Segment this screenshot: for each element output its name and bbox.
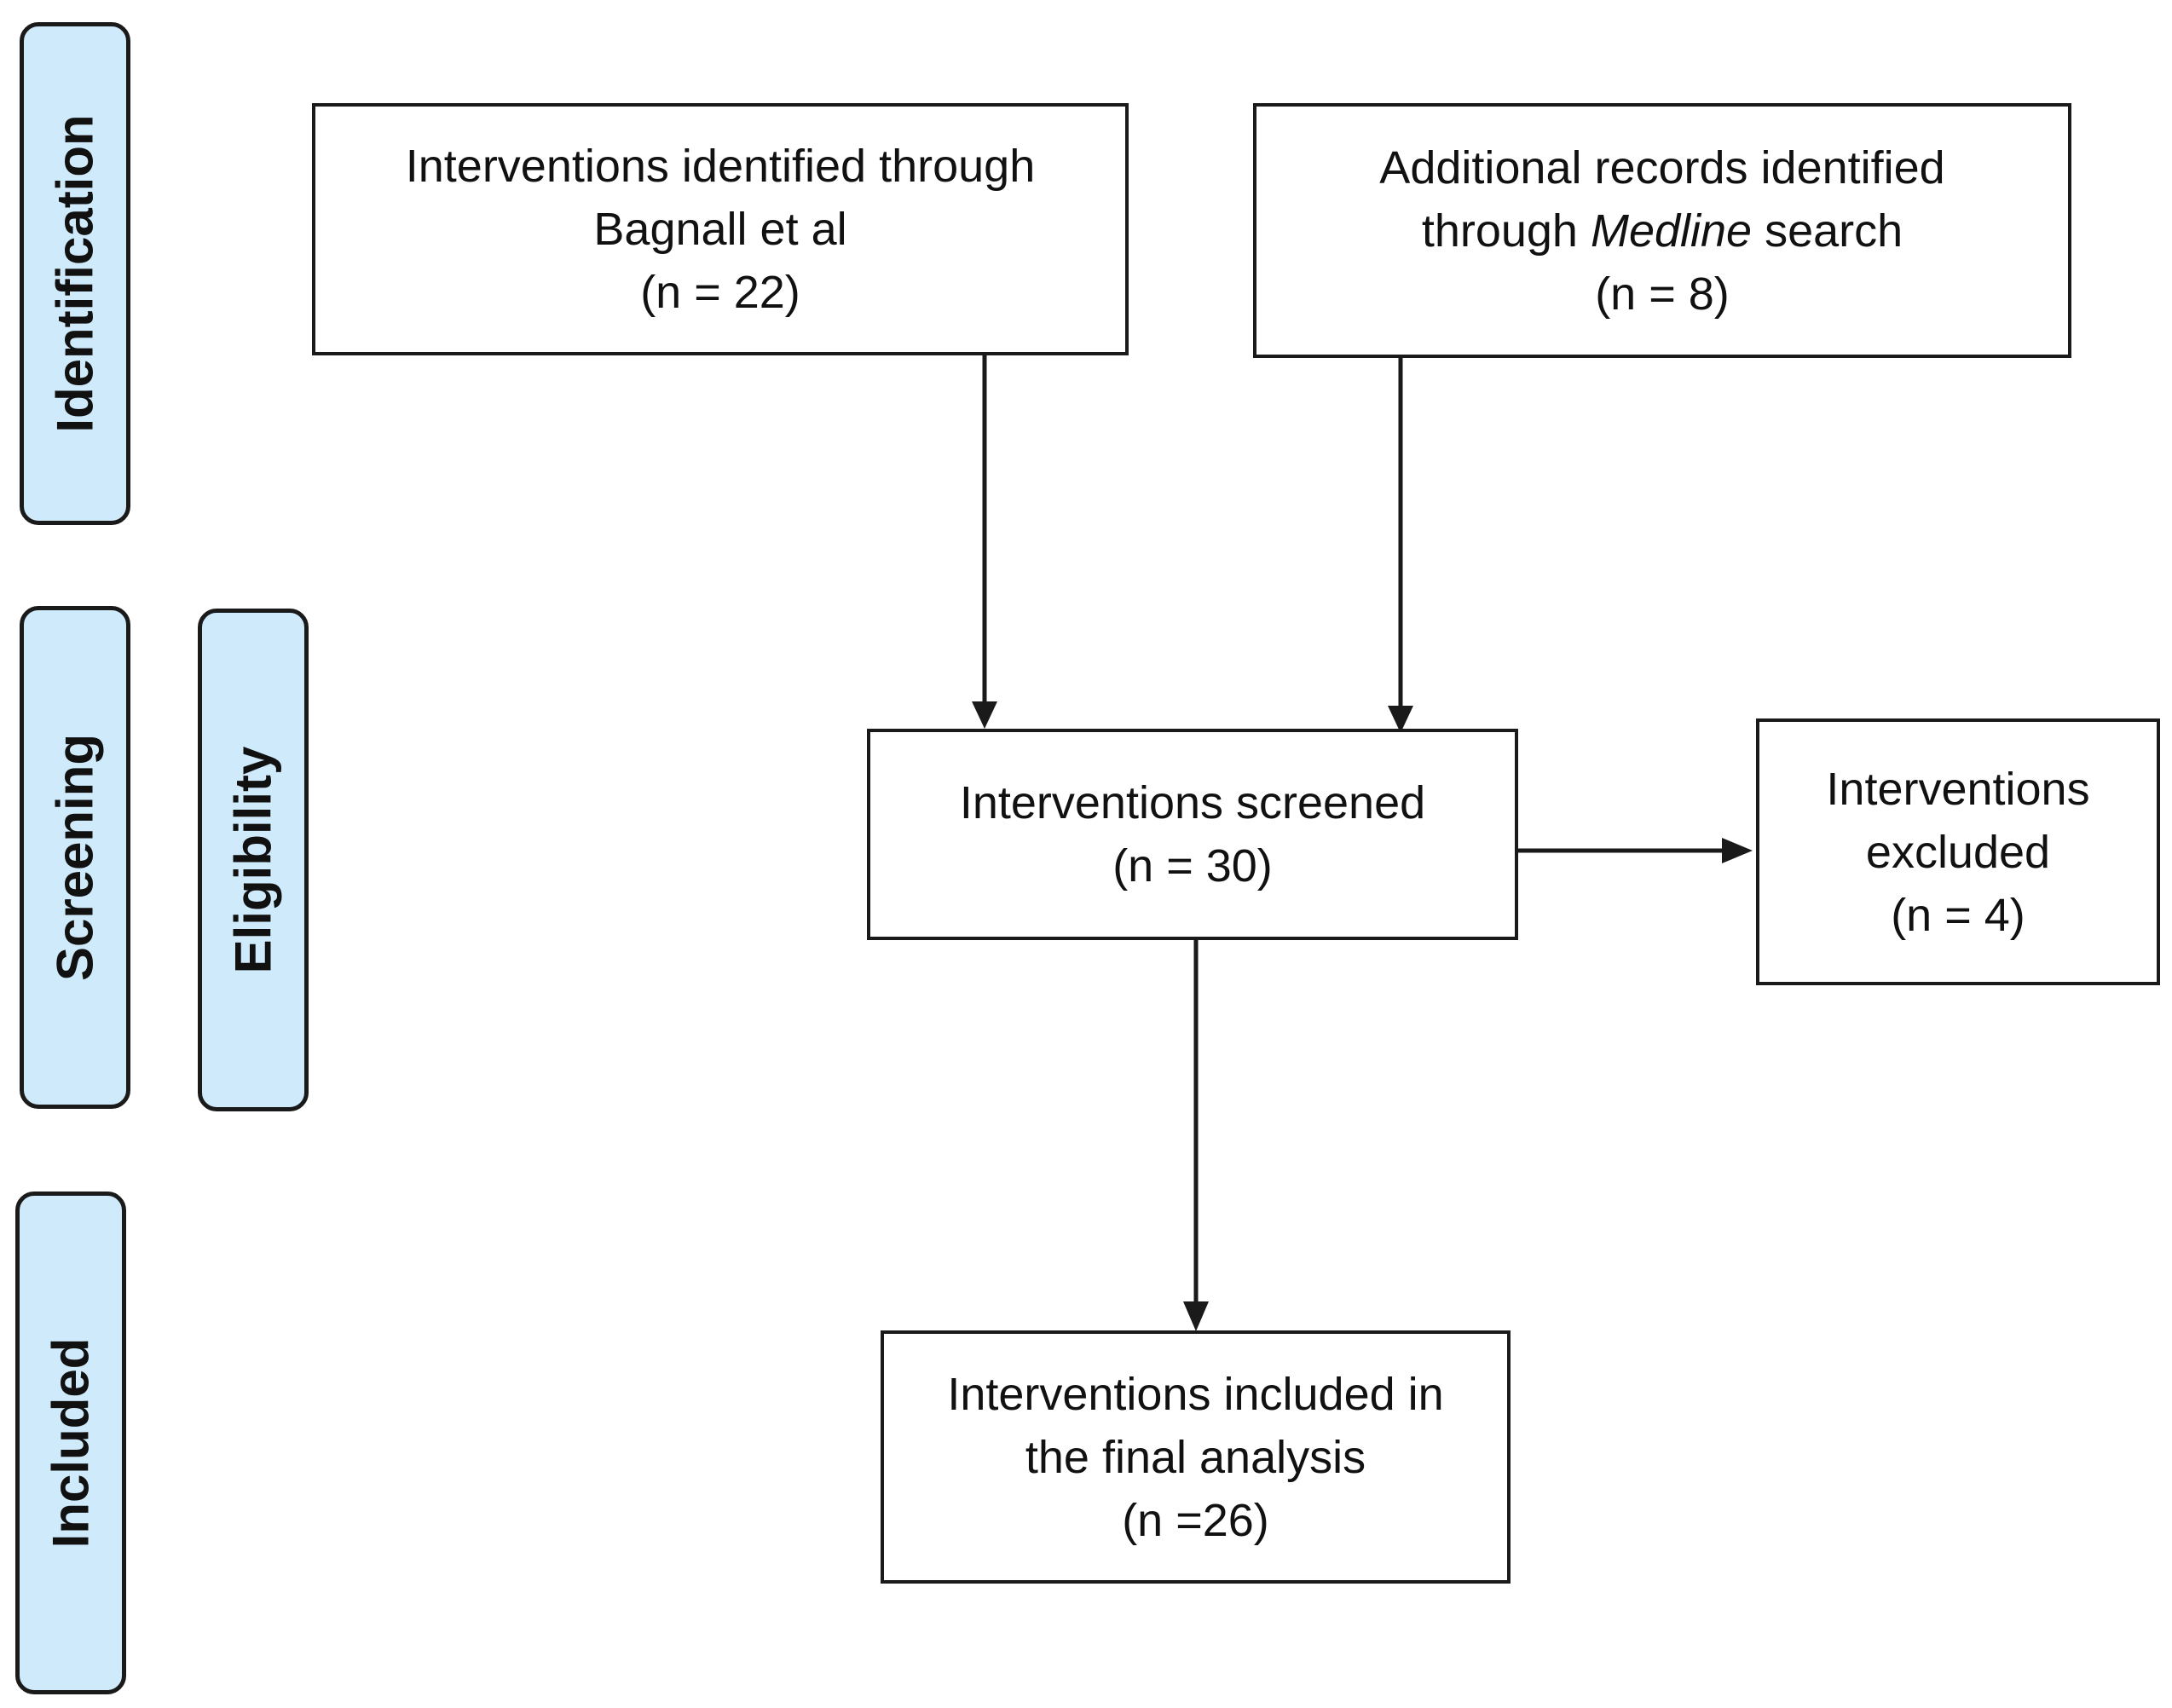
box-medline-line2-suffix: search	[1752, 205, 1903, 257]
arrowhead-bagnall	[972, 701, 997, 729]
stage-identification: Identification	[20, 22, 130, 525]
box-excluded-line2: excluded	[1865, 826, 2051, 878]
box-screened: Interventions screened (n = 30)	[867, 729, 1518, 940]
arrowhead-included	[1183, 1301, 1209, 1331]
stage-screening: Screening	[20, 606, 130, 1109]
box-medline-line2-italic: Medline	[1590, 205, 1753, 257]
box-excluded-count: (n = 4)	[1891, 889, 2025, 941]
box-included-count: (n =26)	[1122, 1494, 1269, 1546]
box-screened-count: (n = 30)	[1112, 840, 1273, 892]
box-medline: Additional records identified through Me…	[1253, 103, 2071, 358]
arrowhead-medline	[1388, 706, 1413, 733]
box-excluded: Interventions excluded (n = 4)	[1756, 718, 2160, 985]
box-screened-line1: Interventions screened	[959, 777, 1426, 828]
box-bagnall-count: (n = 22)	[640, 267, 800, 318]
box-medline-count: (n = 8)	[1595, 268, 1730, 320]
box-included-line1: Interventions included in	[947, 1368, 1444, 1420]
stage-eligibility: Eligibility	[198, 609, 309, 1111]
box-medline-line2-prefix: through	[1421, 205, 1591, 257]
box-included-line2: the final analysis	[1025, 1431, 1366, 1483]
box-bagnall-line2: Bagnall et al	[593, 204, 847, 255]
box-bagnall-line1: Interventions identified through	[405, 141, 1036, 192]
stage-included: Included	[15, 1192, 126, 1694]
arrowhead-excluded	[1722, 838, 1753, 863]
box-bagnall: Interventions identified through Bagnall…	[312, 103, 1129, 355]
box-medline-line2: through Medline search	[1422, 199, 1903, 263]
box-excluded-line1: Interventions	[1826, 763, 2090, 815]
box-included: Interventions included in the final anal…	[881, 1330, 1511, 1584]
box-medline-line1: Additional records identified	[1379, 141, 1945, 193]
